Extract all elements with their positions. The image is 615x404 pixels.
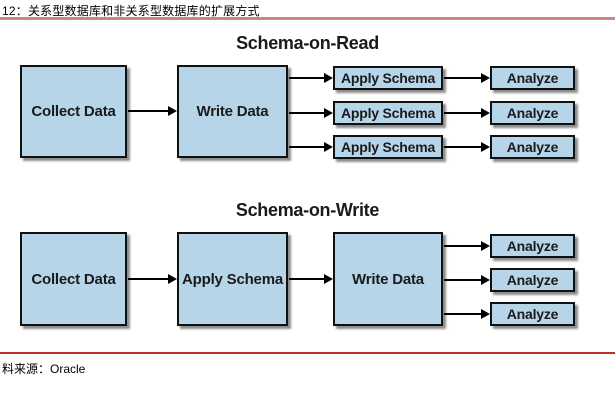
node-label: Collect Data <box>31 103 116 120</box>
node-analyze: Analyze <box>490 302 575 326</box>
flow-arrow <box>289 108 333 118</box>
flow-arrow <box>128 106 177 116</box>
flow-arrow <box>289 274 333 284</box>
node-analyze: Analyze <box>490 66 575 90</box>
node-label: Analyze <box>506 238 559 254</box>
schema-on-write-title: Schema-on-Write <box>235 200 380 220</box>
flow-arrow <box>444 241 490 251</box>
node-apply-schema: Apply Schema <box>333 101 443 125</box>
node-apply-schema: Apply Schema <box>333 66 443 90</box>
node-label: Apply Schema <box>182 270 283 288</box>
figure-caption: 12：关系型数据库和非关系型数据库的扩展方式 <box>2 4 260 18</box>
header-rule <box>0 17 615 20</box>
node-label: Analyze <box>506 70 559 86</box>
node-label: Analyze <box>506 105 559 121</box>
node-analyze: Analyze <box>490 135 575 159</box>
node-label: Analyze <box>506 139 559 155</box>
schema-on-read-title: Schema-on-Read <box>236 33 379 53</box>
node-write-data: Write Data <box>333 232 443 326</box>
node-analyze: Analyze <box>490 234 575 258</box>
node-label: Apply Schema <box>340 70 436 86</box>
flow-arrow <box>444 309 490 319</box>
node-label: Collect Data <box>31 270 116 288</box>
flow-arrow <box>444 108 490 118</box>
node-apply-schema: Apply Schema <box>177 232 288 326</box>
node-label: Write Data <box>196 103 269 120</box>
flow-arrow <box>128 274 177 284</box>
node-label: Apply Schema <box>340 105 436 121</box>
node-label: Apply Schema <box>340 139 436 155</box>
flow-arrow <box>444 73 490 83</box>
flow-arrow <box>444 142 490 152</box>
node-label: Analyze <box>506 272 559 288</box>
flow-arrow <box>444 275 490 285</box>
node-analyze: Analyze <box>490 101 575 125</box>
footer-rule <box>0 352 615 354</box>
node-apply-schema: Apply Schema <box>333 135 443 159</box>
source-caption: 料来源：Oracle <box>2 362 86 376</box>
flow-arrow <box>289 73 333 83</box>
node-label: Analyze <box>506 306 559 322</box>
node-collect-data: Collect Data <box>20 232 127 326</box>
node-collect-data: Collect Data <box>20 65 127 158</box>
node-write-data: Write Data <box>177 65 288 158</box>
flow-arrow <box>289 142 333 152</box>
node-analyze: Analyze <box>490 268 575 292</box>
node-label: Write Data <box>352 270 424 288</box>
